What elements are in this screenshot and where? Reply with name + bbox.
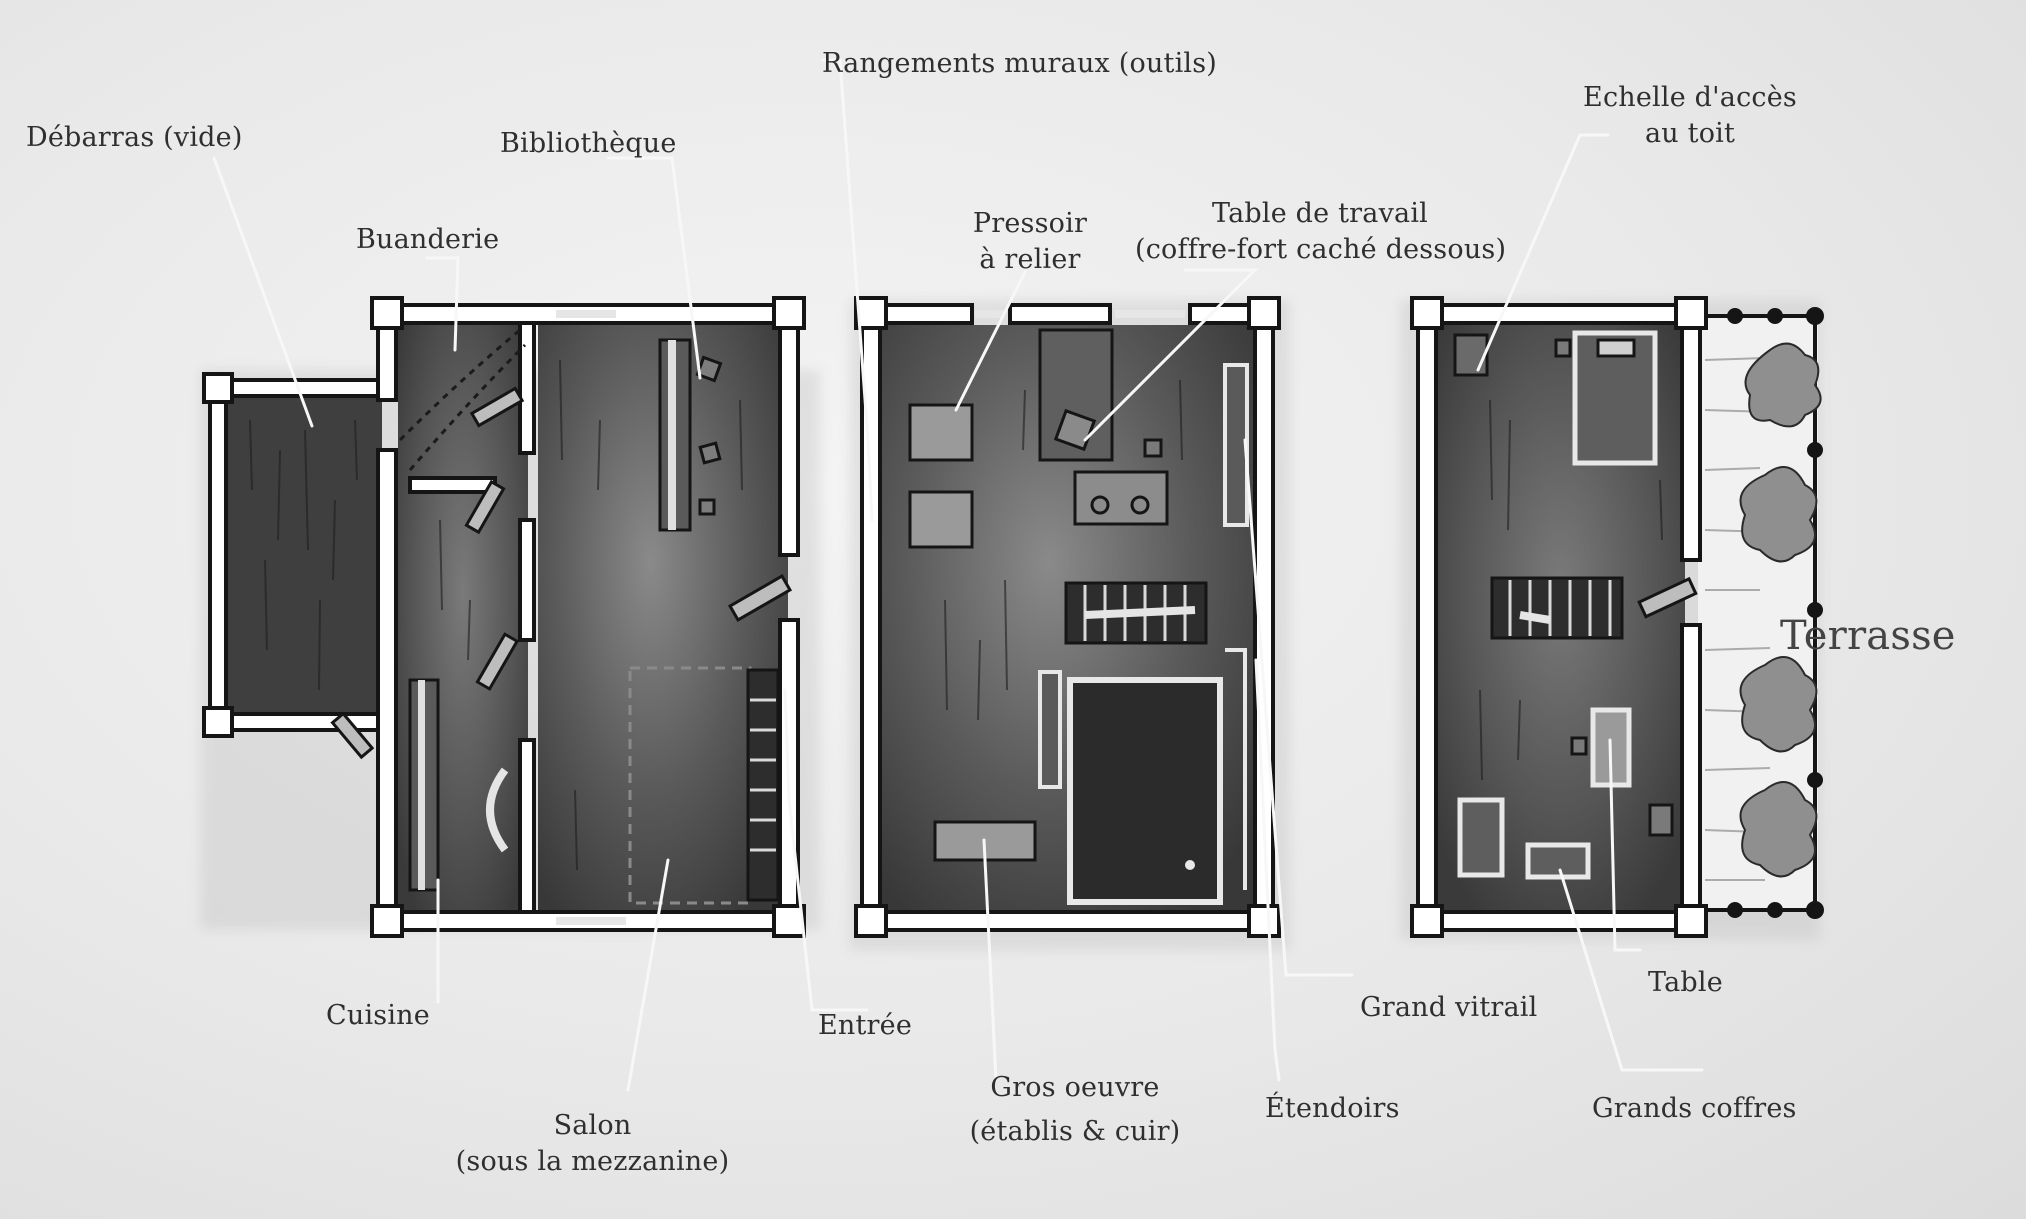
drying-racks bbox=[1223, 363, 1249, 527]
label-grand-vitrail: Grand vitrail bbox=[1360, 992, 1538, 1023]
label-entree: Entrée bbox=[818, 1010, 913, 1041]
kitchen-stove bbox=[486, 767, 509, 853]
binding-press-2 bbox=[908, 490, 974, 549]
label-salon-line1: Salon bbox=[553, 1110, 632, 1141]
label-cuisine: Cuisine bbox=[326, 1000, 430, 1031]
ground-floor-plan bbox=[200, 296, 820, 938]
label-echelle-line2: au toit bbox=[1644, 118, 1736, 149]
label-pressoir-line2: à relier bbox=[979, 244, 1081, 275]
big-chest-1 bbox=[1457, 797, 1505, 878]
label-debarras: Débarras (vide) bbox=[26, 122, 243, 153]
label-pressoir-line1: Pressoir bbox=[972, 208, 1088, 239]
label-etendoirs: Étendoirs bbox=[1265, 1093, 1400, 1124]
label-gros-oeuvre-line1: Gros oeuvre bbox=[990, 1072, 1160, 1103]
roof-ladder bbox=[1453, 333, 1489, 377]
leader-lines bbox=[212, 58, 1704, 1092]
label-terrasse: Terrasse bbox=[1780, 613, 1956, 659]
binding-press bbox=[908, 403, 974, 462]
label-grands-coffres: Grands coffres bbox=[1592, 1093, 1797, 1124]
debarras-room bbox=[222, 392, 382, 717]
big-chest-2 bbox=[1525, 842, 1591, 880]
ground-walls bbox=[202, 296, 806, 938]
ground-furniture bbox=[408, 338, 780, 905]
workshop-furniture bbox=[908, 328, 1249, 905]
ground-stairs bbox=[746, 668, 780, 902]
upper-stairs bbox=[1490, 576, 1624, 640]
label-echelle-line1: Echelle d'accès bbox=[1583, 82, 1797, 113]
wall-rack bbox=[1038, 670, 1062, 789]
workshop-walls bbox=[854, 296, 1281, 938]
mezzanine-outline bbox=[628, 666, 752, 905]
label-salon-line2: (sous la mezzanine) bbox=[455, 1146, 730, 1177]
label-gros-oeuvre-line2: (établis & cuir) bbox=[969, 1116, 1181, 1147]
work-bench-top bbox=[1073, 470, 1169, 526]
label-bibliotheque: Bibliothèque bbox=[500, 128, 677, 159]
label-table-travail-line1: Table de travail bbox=[1211, 198, 1428, 229]
label-table: Table bbox=[1648, 967, 1723, 998]
workshop-floor-plan bbox=[850, 296, 1290, 950]
label-rangements-muraux: Rangements muraux (outils) bbox=[822, 48, 1218, 79]
label-buanderie: Buanderie bbox=[356, 224, 500, 255]
bed bbox=[1572, 330, 1658, 466]
upper-furniture bbox=[1453, 330, 1698, 880]
label-table-travail-line2: (coffre-fort caché dessous) bbox=[1135, 234, 1507, 265]
terrace-shrubs bbox=[1739, 342, 1822, 878]
big-workbench bbox=[1067, 677, 1223, 905]
upper-walls bbox=[1410, 296, 1708, 938]
terrace-railing bbox=[1698, 307, 1824, 919]
upper-floor-plan bbox=[1400, 296, 1824, 940]
